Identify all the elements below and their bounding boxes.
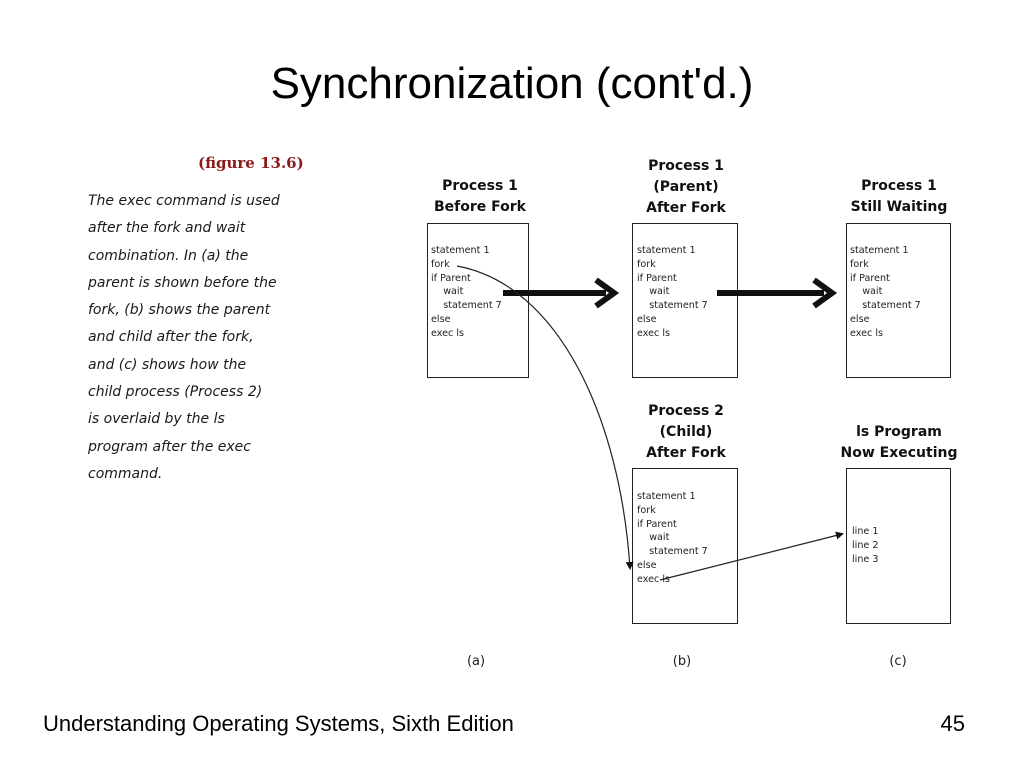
- caption-line: command.: [88, 465, 163, 482]
- panel-b-parent-code: statement 1 fork if Parent wait statemen…: [637, 245, 708, 339]
- panel-label-a: (a): [466, 654, 486, 669]
- panel-c-ls-code: line 1 line 2 line 3: [852, 526, 879, 565]
- page-number: 45: [940, 711, 965, 736]
- caption-line: and child after the fork,: [88, 329, 254, 346]
- slide-title: Synchronization (cont'd.): [270, 59, 754, 108]
- panel-c-waiting-code: statement 1 fork if Parent wait statemen…: [850, 245, 921, 339]
- fork-arrow: [456, 265, 634, 570]
- exec-arrow: [659, 531, 844, 581]
- panel-a-code: statement 1 fork if Parent wait statemen…: [431, 245, 502, 339]
- bold-arrow-a-to-b: [503, 277, 620, 309]
- panel-b-child-code: statement 1 fork if Parent wait statemen…: [637, 491, 708, 585]
- caption-line: after the fork and wait: [88, 220, 246, 237]
- panel-label-b: (b): [672, 654, 692, 669]
- bold-arrow-b-to-c: [717, 277, 838, 309]
- caption-line: program after the exec: [88, 438, 251, 455]
- caption-line: fork, (b) shows the parent: [88, 302, 271, 319]
- panel-b-child-box: [632, 468, 738, 624]
- caption-line: combination. In (a) the: [88, 247, 249, 264]
- panel-b-parent-box: [632, 223, 738, 378]
- caption-line: is overlaid by the ls: [88, 411, 225, 428]
- figure-caption: The exec command is used after the fork …: [88, 188, 303, 488]
- caption-line: and (c) shows how the: [88, 356, 247, 373]
- panel-a-title: Process 1 Before Fork: [434, 178, 526, 215]
- footer-book-title: Understanding Operating Systems, Sixth E…: [43, 711, 514, 736]
- figure-label: (figure 13.6): [198, 154, 304, 172]
- panel-b-child-title: Process 2 (Child) After Fork: [646, 403, 726, 461]
- caption-line: The exec command is used: [88, 193, 280, 209]
- panel-c-waiting-box: [846, 223, 951, 378]
- panel-label-c: (c): [889, 654, 907, 669]
- panel-a-box: [427, 223, 529, 378]
- panel-c-ls-title: ls Program Now Executing: [840, 424, 958, 461]
- caption-line: parent is shown before the: [88, 274, 277, 291]
- panel-b-parent-title: Process 1 (Parent) After Fork: [646, 158, 726, 216]
- panel-c-ls-box: [846, 468, 951, 624]
- caption-line: child process (Process 2): [88, 384, 263, 401]
- panel-c-waiting-title: Process 1 Still Waiting: [850, 178, 948, 215]
